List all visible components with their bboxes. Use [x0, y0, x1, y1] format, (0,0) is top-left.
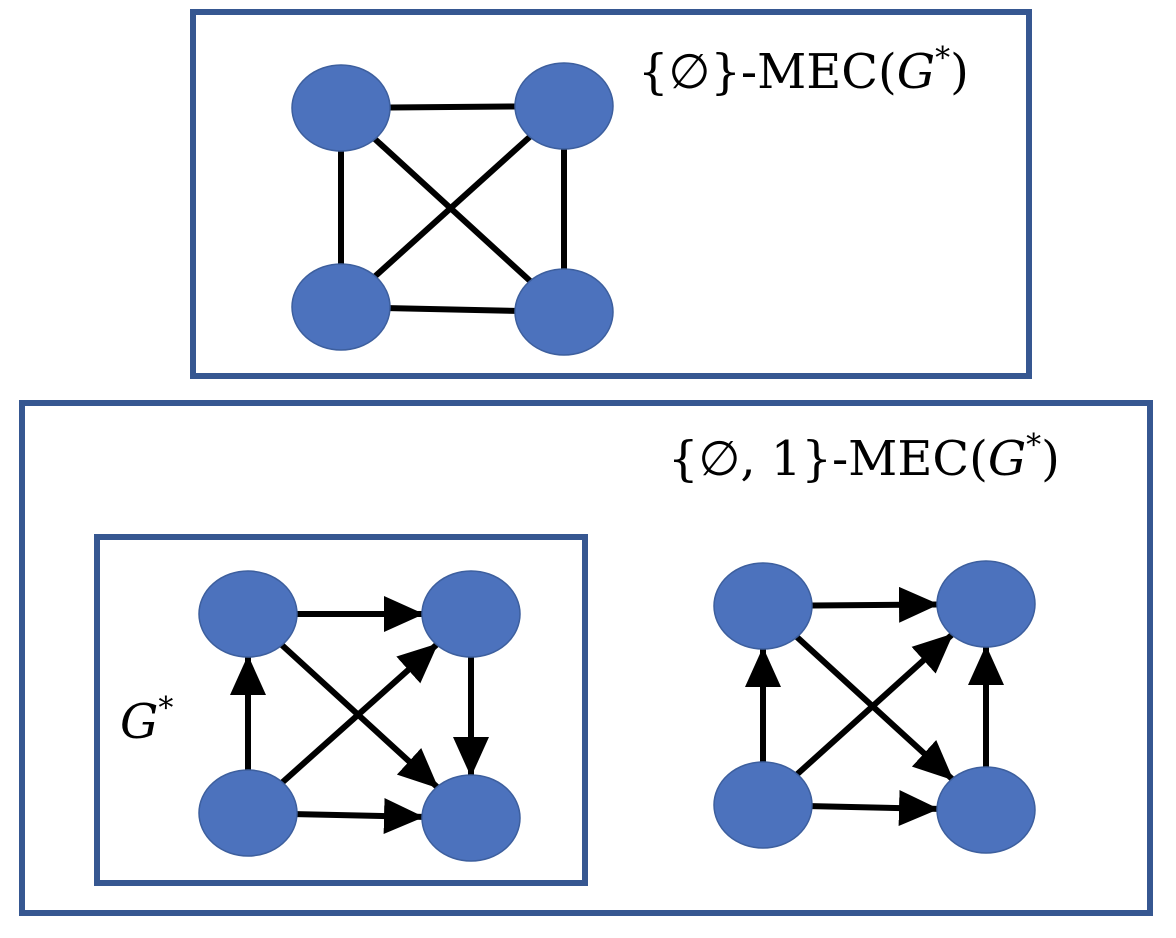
bottom-panel-label: {∅, 1}-MEC(G*): [668, 428, 1060, 487]
top-node-b: [514, 62, 614, 150]
top-edge-a-b: [389, 103, 516, 111]
top-edge-b-c: [373, 134, 532, 279]
bottom-panel-frame: [19, 400, 1153, 916]
alt-graph-edges: [745, 586, 1004, 827]
alt-edge-bl-br: [811, 790, 940, 827]
gstar-graph-nodes: [198, 570, 521, 862]
alt-node-bl: [713, 761, 813, 849]
alt-node-tl: [713, 562, 813, 650]
top-node-c: [291, 263, 391, 351]
alt-edge-tl-tr: [811, 586, 940, 623]
gstar-label: G*: [120, 691, 173, 750]
top-edge-c-d: [389, 305, 516, 314]
gstar-graph-edges: [230, 596, 489, 835]
gstar-node-bl: [198, 769, 298, 857]
alt-node-br: [936, 766, 1036, 854]
top-node-a: [291, 64, 391, 152]
gstar-node-br: [421, 774, 521, 862]
top-panel-frame: [190, 9, 1032, 379]
gstar-edge-tl-br: [279, 642, 440, 790]
alt-edge-tl-br: [794, 634, 955, 782]
top-graph-edges: [338, 103, 567, 314]
gstar-panel-frame: [94, 534, 588, 886]
gstar-node-tr: [421, 570, 521, 658]
alt-node-tr: [936, 560, 1036, 648]
gstar-edge-bl-br: [296, 798, 425, 835]
alt-graph-nodes: [713, 560, 1036, 854]
top-panel-label: {∅}-MEC(G*): [638, 41, 969, 100]
top-node-d: [514, 268, 614, 356]
gstar-node-tl: [198, 570, 298, 658]
top-graph-nodes: [291, 62, 614, 356]
